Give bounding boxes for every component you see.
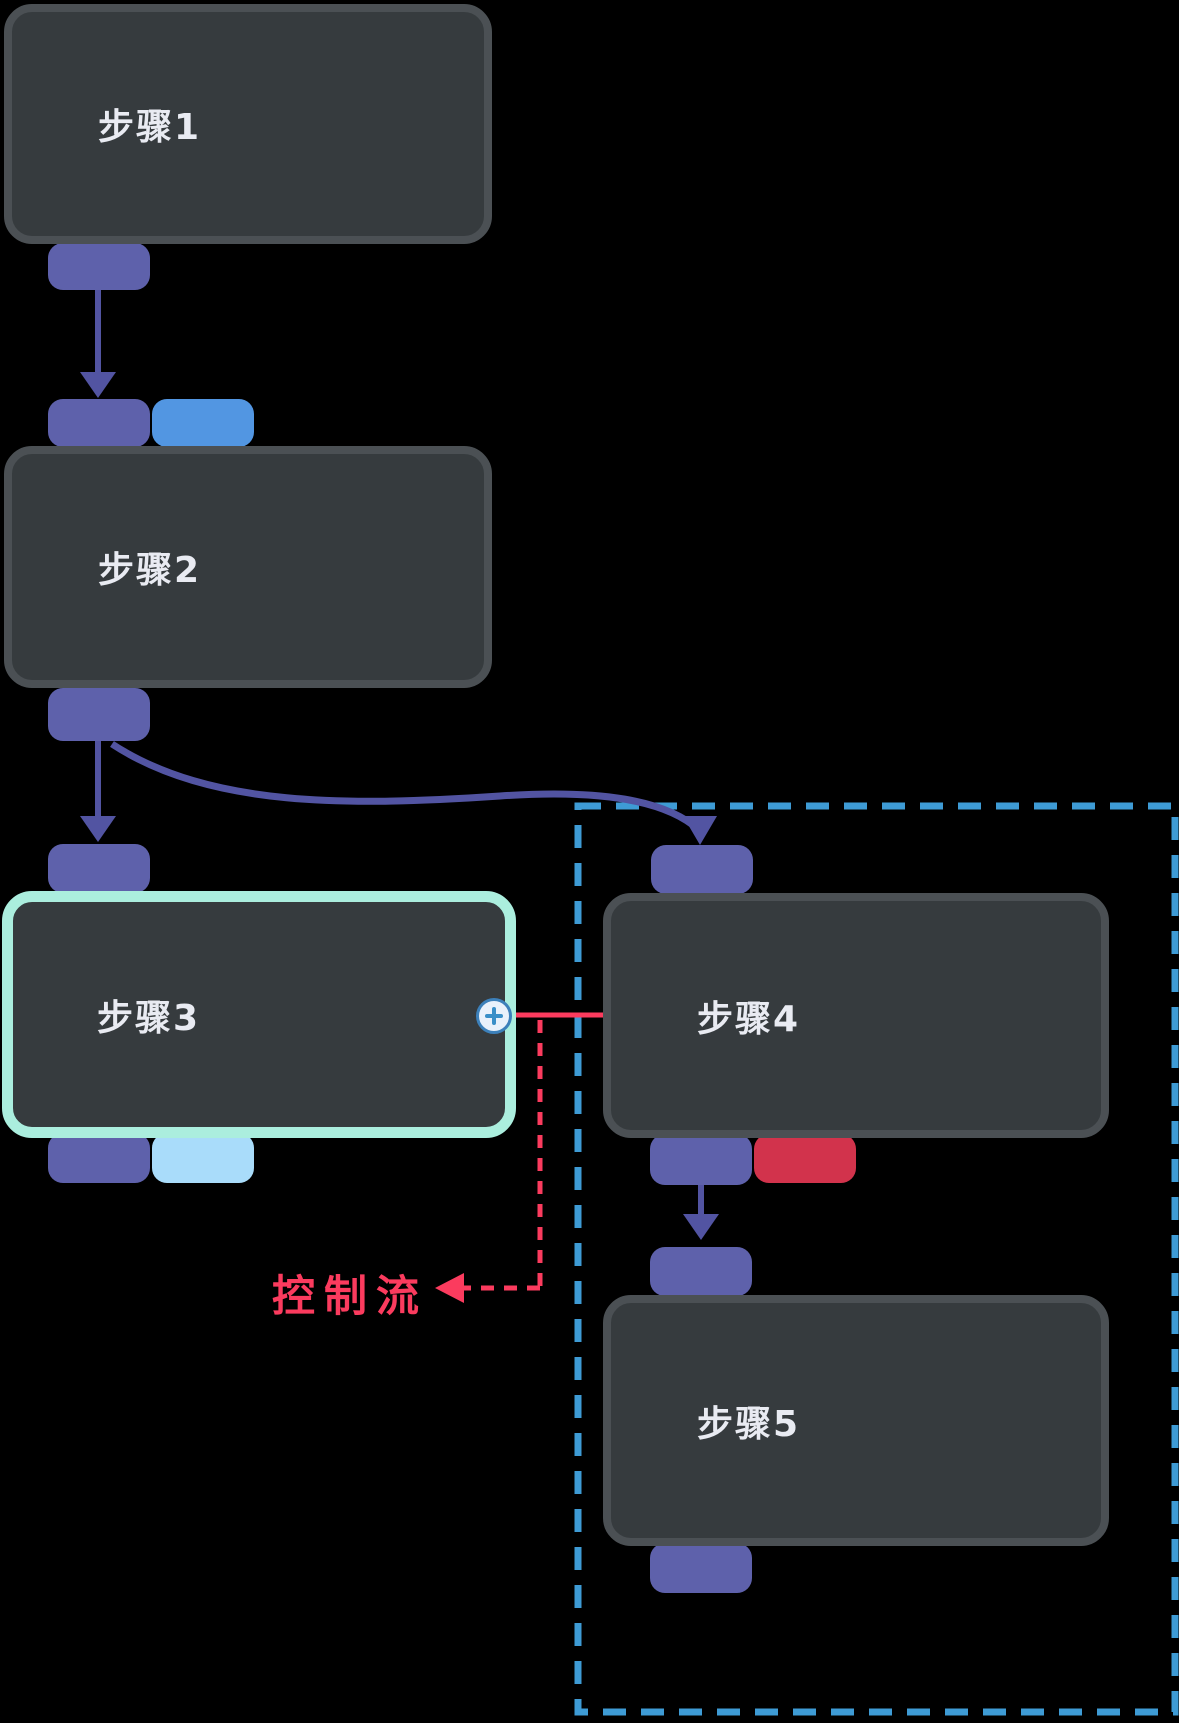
arrowhead-down-icon <box>80 372 116 398</box>
node-step3-label: 步骤3 <box>97 997 201 1039</box>
node-step2-label: 步骤2 <box>98 550 202 591</box>
node-step1-label: 步骤1 <box>98 107 202 148</box>
node-step5-label: 步骤5 <box>697 1403 801 1445</box>
port-step3-input[interactable] <box>48 844 150 893</box>
port-step4-input[interactable] <box>651 845 753 894</box>
port-step2-input-blue[interactable] <box>152 399 254 447</box>
edge-step2-step3 <box>80 741 116 842</box>
port-step2-input-purple[interactable] <box>48 399 150 447</box>
port-step3-output-lightblue[interactable] <box>152 1133 254 1183</box>
edge-step4-step5 <box>683 1185 719 1240</box>
arrowhead-down-icon <box>80 816 116 842</box>
node-step2[interactable]: 步骤2 <box>4 446 492 688</box>
node-step1[interactable]: 步骤1 <box>4 4 492 244</box>
port-step2-output[interactable] <box>48 688 150 741</box>
plus-icon <box>492 1007 496 1025</box>
arrowhead-down-icon <box>683 1214 719 1240</box>
node-step4[interactable]: 步骤4 <box>603 893 1109 1138</box>
arrowhead-down-icon <box>683 816 717 845</box>
add-connection-plus-button[interactable] <box>476 998 512 1034</box>
edge-step1-step2 <box>80 290 116 398</box>
node-step4-label: 步骤4 <box>697 998 801 1040</box>
control-flow-label: 控制流 <box>272 1272 428 1322</box>
node-step3-selected[interactable]: 步骤3 <box>2 891 516 1138</box>
control-flow-dashed-callout <box>435 1020 543 1303</box>
port-step3-output-purple[interactable] <box>48 1133 150 1183</box>
port-step5-output[interactable] <box>650 1543 752 1593</box>
node-step5[interactable]: 步骤5 <box>603 1295 1109 1546</box>
port-step4-output-red[interactable] <box>754 1134 856 1183</box>
port-step5-input[interactable] <box>650 1247 752 1296</box>
port-step4-output-purple[interactable] <box>650 1134 752 1185</box>
port-step1-output[interactable] <box>48 243 150 290</box>
group-selection-dashed-rect <box>574 802 1179 1716</box>
edge-step2-step4 <box>110 741 717 845</box>
arrowhead-left-icon <box>435 1273 464 1303</box>
